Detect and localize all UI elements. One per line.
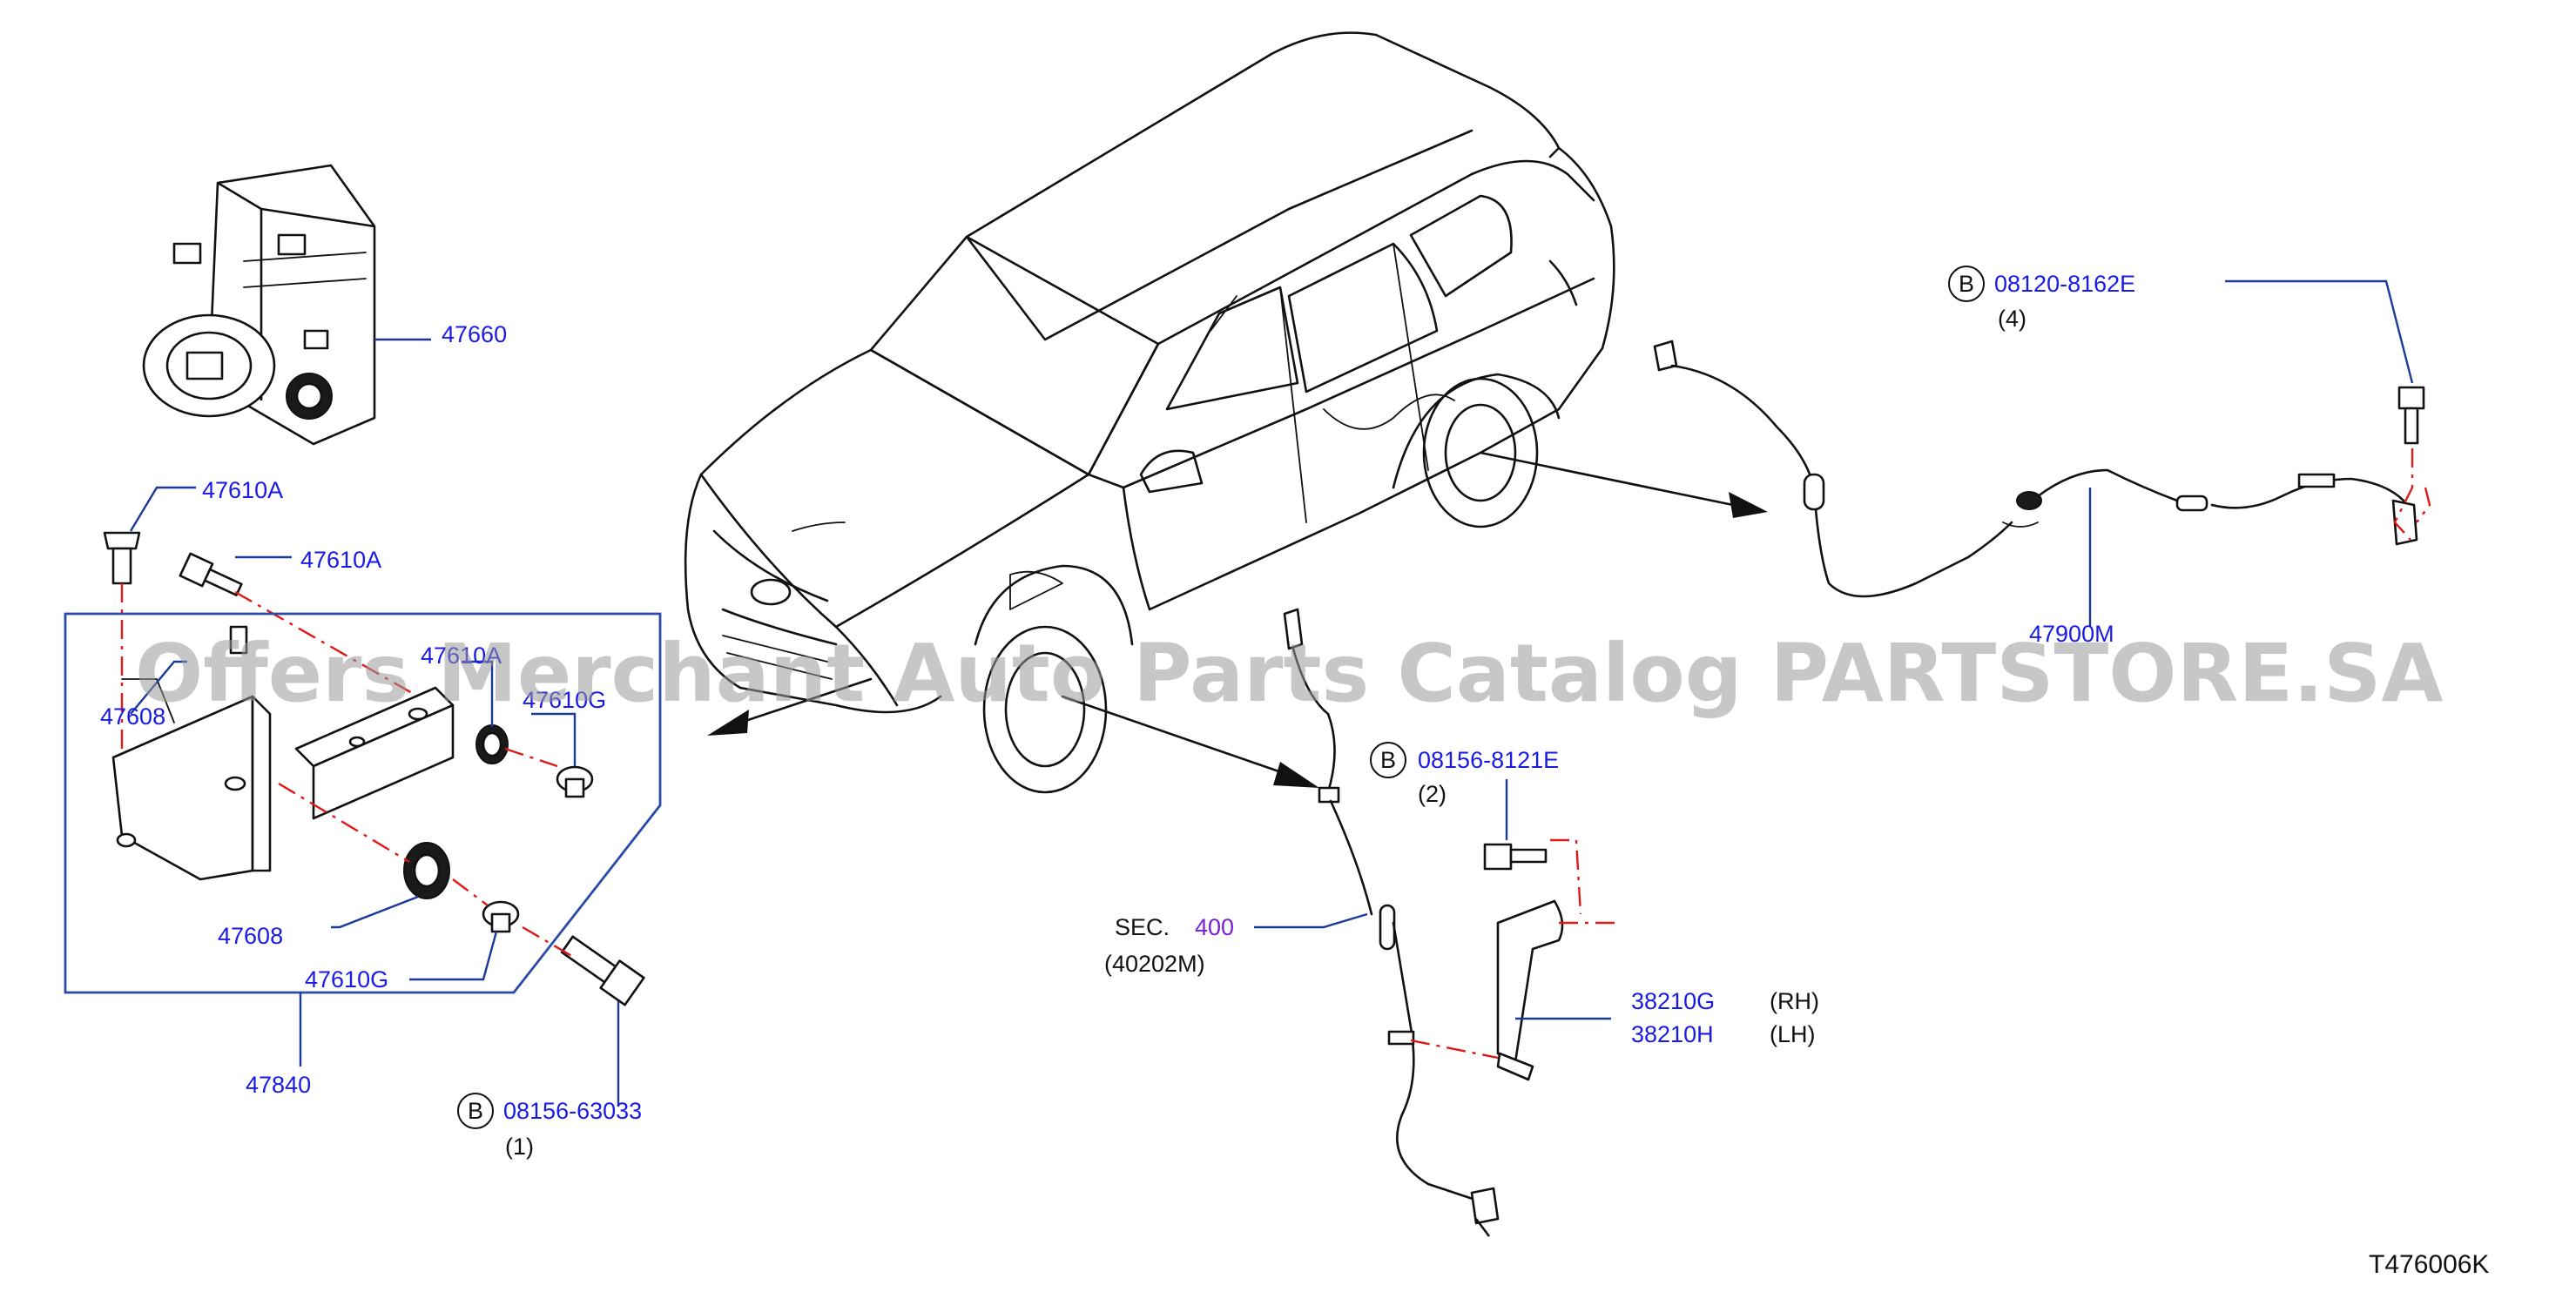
label-bracket-lh[interactable]: 38210H: [1631, 1021, 1714, 1047]
front-sensor-illustration: [1283, 608, 1620, 1237]
label-bolt-b4-qty: (4): [1998, 306, 2026, 332]
abs-actuator-illustration: [142, 164, 376, 446]
bracket-group: [64, 531, 662, 1006]
vehicle-illustration: [684, 31, 1615, 794]
leader-lines-middle: [1254, 779, 1611, 1020]
label-bolt-second[interactable]: 47610A: [300, 547, 381, 573]
badge-b2-letter: B: [1380, 747, 1396, 773]
badge-b2: B: [1370, 742, 1406, 778]
label-bolt-third[interactable]: 47610A: [421, 643, 502, 669]
diagram-code: T476006K: [2369, 1250, 2489, 1279]
label-grommet-right[interactable]: 47608: [218, 923, 283, 949]
label-bolt-b1-qty: (1): [505, 1134, 534, 1160]
label-bracket-rh-side: (RH): [1770, 988, 1819, 1014]
label-bracket-lh-side: (LH): [1770, 1021, 1816, 1047]
label-bolt-b1[interactable]: 08156-63033: [503, 1098, 642, 1124]
label-collar-upper[interactable]: 47610G: [523, 687, 606, 713]
label-bolt-b2[interactable]: 08156-8121E: [1418, 747, 1559, 773]
label-bolt-b2-qty: (2): [1418, 781, 1446, 807]
leader-lines-right: [2088, 279, 2414, 627]
label-bolt-top[interactable]: 47610A: [202, 477, 283, 503]
badge-b1-letter: B: [468, 1098, 483, 1124]
label-abs-actuator[interactable]: 47660: [442, 321, 507, 347]
label-rear-sensor[interactable]: 47900M: [2029, 621, 2114, 647]
label-grommet-left[interactable]: 47608: [100, 703, 165, 730]
watermark: Offers Merchant Auto Parts Catalog PARTS…: [135, 627, 2444, 720]
label-bracket-rh[interactable]: 38210G: [1631, 988, 1715, 1014]
label-bracket-assy[interactable]: 47840: [246, 1072, 311, 1098]
label-collar-lower[interactable]: 47610G: [305, 966, 388, 993]
rear-sensor-illustration: [1653, 340, 2431, 598]
badge-b4-letter: B: [1959, 271, 1974, 297]
leader-lines-left: [129, 486, 620, 1106]
label-sec-ref: (40202M): [1104, 951, 1205, 977]
badge-b1: B: [457, 1093, 494, 1129]
label-sec-prefix: SEC.: [1115, 914, 1170, 940]
pointer-arrows: [707, 451, 1768, 788]
badge-b4: B: [1948, 266, 1985, 302]
label-sec-number[interactable]: 400: [1195, 914, 1234, 940]
label-bolt-b4[interactable]: 08120-8162E: [1994, 271, 2135, 297]
